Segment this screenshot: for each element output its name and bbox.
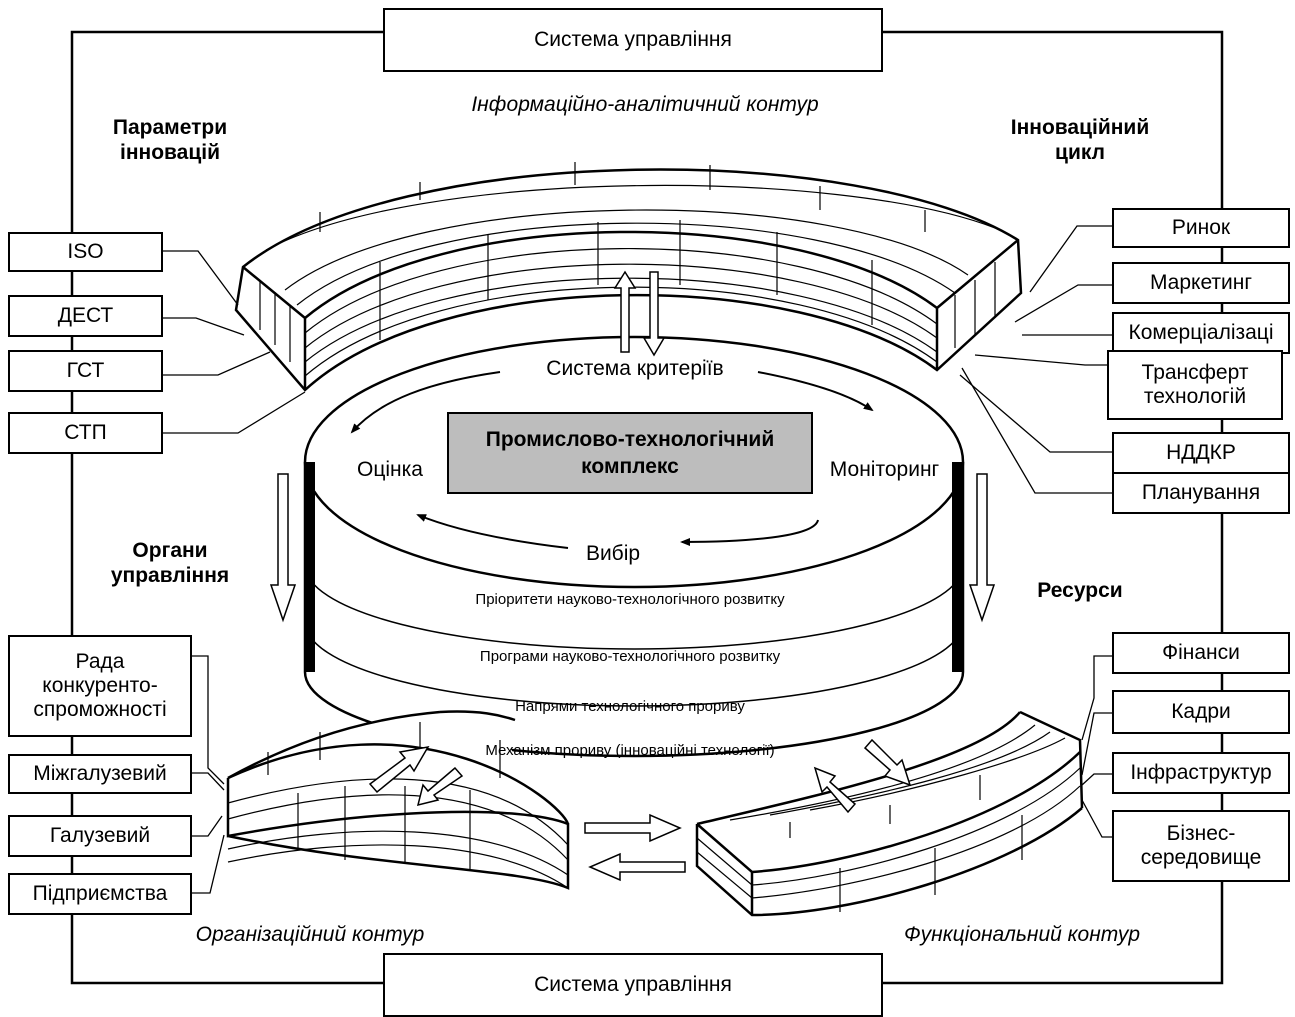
level-programs: Програми науково-технологічного розвитку	[479, 648, 781, 665]
bottom-right-block	[695, 710, 1084, 917]
organs-title: Органи управління	[110, 539, 230, 588]
cycle-box-marketing: Маркетинг	[1112, 262, 1290, 304]
param-box-iso: ISO	[8, 232, 163, 272]
hollow-arrows	[269, 270, 996, 882]
resource-box-finance: Фінанси	[1112, 632, 1290, 674]
criteria-label: Система критеріїв	[546, 357, 724, 380]
bottom-left-block	[226, 710, 570, 890]
cycle-box-transfer: Трансферт технологій	[1107, 350, 1283, 420]
cycle-box-commercialization: Комерціалізаці	[1112, 312, 1290, 354]
level-mechanism: Механізм прориву (інноваційні технології…	[485, 742, 775, 759]
organ-box-council: Рада конкуренто- спроможності	[8, 635, 192, 737]
arrow-monitoring-to-choice	[680, 519, 819, 546]
organ-box-enterprises: Підприємства	[8, 873, 192, 915]
cycle-box-market: Ринок	[1112, 208, 1290, 248]
func-contour-label: Функціональний контур	[903, 923, 1140, 946]
cycle-box-rnd: НДДКР	[1112, 432, 1290, 474]
center-complex-box: Промислово-технологічний комплекс	[447, 412, 813, 494]
organ-box-intersectoral: Міжгалузевий	[8, 754, 192, 794]
param-box-stp: СТП	[8, 412, 163, 454]
org-contour-label: Організаційний контур	[195, 923, 425, 946]
resource-box-personnel: Кадри	[1112, 690, 1290, 734]
resource-box-infrastructure: Інфраструктур	[1112, 752, 1290, 794]
info-contour-label: Інформаційно-аналітичний контур	[471, 93, 819, 116]
arrow-criteria-to-evaluation	[350, 371, 501, 434]
resources-title: Ресурси	[1037, 579, 1123, 602]
param-box-gst: ГСТ	[8, 350, 163, 392]
resource-box-business: Бізнес- середовище	[1112, 810, 1290, 882]
level-directions: Напрями технологічного прориву	[515, 698, 745, 715]
params-title: Параметри інновацій	[112, 116, 228, 165]
arrow-choice-to-evaluation	[416, 514, 569, 549]
param-box-dest: ДЕСТ	[8, 295, 163, 337]
cycle-box-planning: Планування	[1112, 472, 1290, 514]
cycle-title: Інноваційний цикл	[1010, 116, 1150, 165]
organ-box-sectoral: Галузевий	[8, 815, 192, 857]
leader-lines	[163, 225, 1112, 894]
system-bottom-box: Система управління	[383, 953, 883, 1017]
choice-label: Вибір	[585, 542, 641, 565]
level-priorities: Пріоритети науково-технологічного розвит…	[475, 591, 785, 608]
system-top-box: Система управління	[383, 8, 883, 72]
monitoring-label: Моніторинг	[829, 458, 940, 481]
arrow-criteria-to-monitoring	[757, 371, 874, 412]
evaluation-label: Оцінка	[357, 458, 423, 481]
